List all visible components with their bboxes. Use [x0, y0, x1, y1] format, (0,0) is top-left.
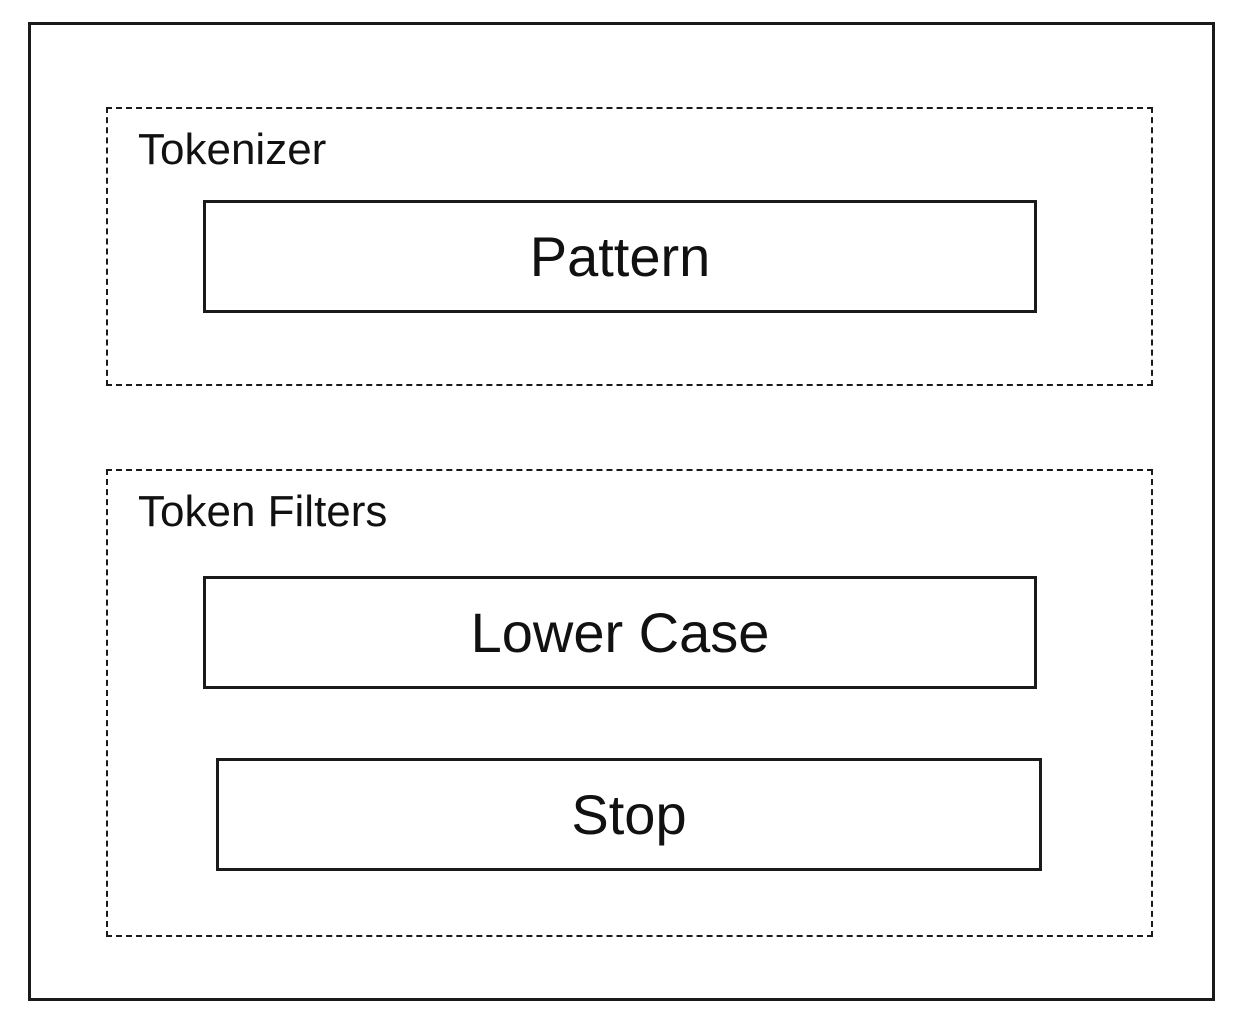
pattern-box: Pattern	[203, 200, 1037, 313]
token-filters-label: Token Filters	[138, 487, 388, 536]
stop-label: Stop	[571, 782, 687, 846]
pattern-label: Pattern	[529, 224, 711, 288]
stop-box: Stop	[216, 758, 1042, 871]
tokenizer-label: Tokenizer	[138, 125, 327, 174]
tokenizer-group: Tokenizer	[106, 107, 1153, 386]
lower-case-label: Lower Case	[470, 600, 770, 664]
lower-case-box: Lower Case	[203, 576, 1037, 689]
token-filters-group: Token Filters	[106, 469, 1153, 937]
